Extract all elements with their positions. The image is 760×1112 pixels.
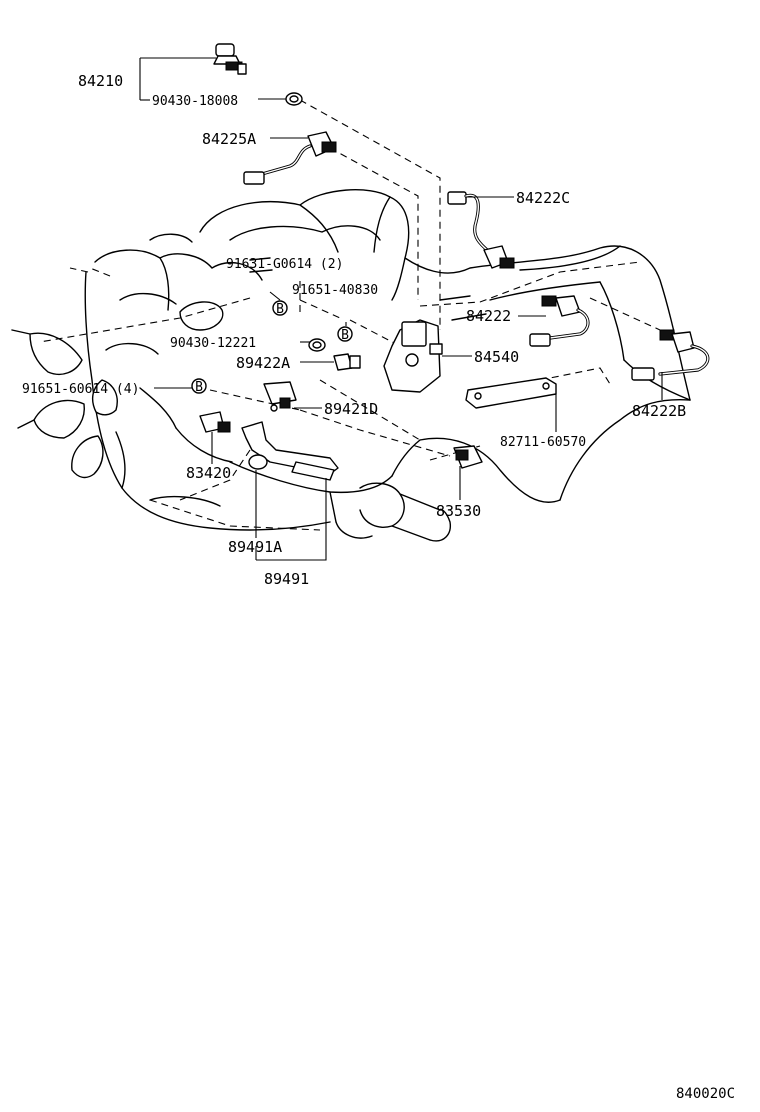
label-90430-18008[interactable]: 90430-18008: [152, 94, 238, 109]
label-89421D[interactable]: 89421D: [324, 400, 378, 418]
label-83420[interactable]: 83420: [186, 464, 231, 482]
label-89491[interactable]: 89491: [264, 570, 309, 588]
label-84222C[interactable]: 84222C: [516, 189, 570, 207]
label-84540[interactable]: 84540: [474, 348, 519, 366]
engine-transmission-outline: [11, 189, 691, 542]
part-84222-sensor[interactable]: [529, 295, 590, 347]
label-83530[interactable]: 83530: [436, 502, 481, 520]
part-90430-18008-gasket[interactable]: [285, 92, 303, 106]
label-91651-60614[interactable]: 91651-60614 (4): [22, 382, 139, 397]
part-89422A-sensor[interactable]: [333, 353, 361, 371]
part-labels: 84210 90430-18008 84225A 84222C 91631-G0…: [22, 72, 735, 1102]
label-84222[interactable]: 84222: [466, 307, 511, 325]
bolt-marker-91651-60614[interactable]: B: [191, 378, 207, 395]
label-84225A[interactable]: 84225A: [202, 130, 256, 148]
bolt-marker-letter: B: [276, 302, 284, 317]
label-84210[interactable]: 84210: [78, 72, 123, 90]
bolt-marker-91651-40830[interactable]: B: [337, 326, 353, 343]
part-84222C-sensor[interactable]: [447, 191, 515, 269]
part-83420-switch[interactable]: [199, 411, 231, 433]
part-84222B-sensor[interactable]: [631, 329, 710, 381]
part-84210-switch[interactable]: [213, 43, 247, 75]
label-90430-12221[interactable]: 90430-12221: [170, 336, 256, 351]
part-83530-switch[interactable]: [453, 445, 483, 469]
bolt-marker-letter: B: [195, 380, 203, 395]
diagram-code: 840020C: [676, 1086, 735, 1102]
label-82711-60570[interactable]: 82711-60570: [500, 435, 586, 450]
label-84222B[interactable]: 84222B: [632, 402, 686, 420]
label-89422A[interactable]: 89422A: [236, 354, 290, 372]
part-84225A-sensor[interactable]: [243, 131, 337, 185]
part-89421D-sensor[interactable]: [263, 381, 297, 412]
label-91651-40830[interactable]: 91651-40830: [292, 283, 378, 298]
reference-lines: [39, 99, 661, 531]
bolt-marker-91631[interactable]: B: [272, 300, 288, 317]
part-89491-bracket[interactable]: [241, 421, 339, 481]
label-89491A[interactable]: 89491A: [228, 538, 282, 556]
leader-lines: [139, 57, 663, 561]
part-90430-12221-gasket[interactable]: [308, 338, 326, 352]
bolt-marker-letter: B: [341, 328, 349, 343]
part-82711-60570-bracket[interactable]: [465, 377, 557, 409]
label-91631-G0614[interactable]: 91631-G0614 (2): [226, 257, 343, 272]
part-84540-switch[interactable]: [383, 319, 443, 393]
